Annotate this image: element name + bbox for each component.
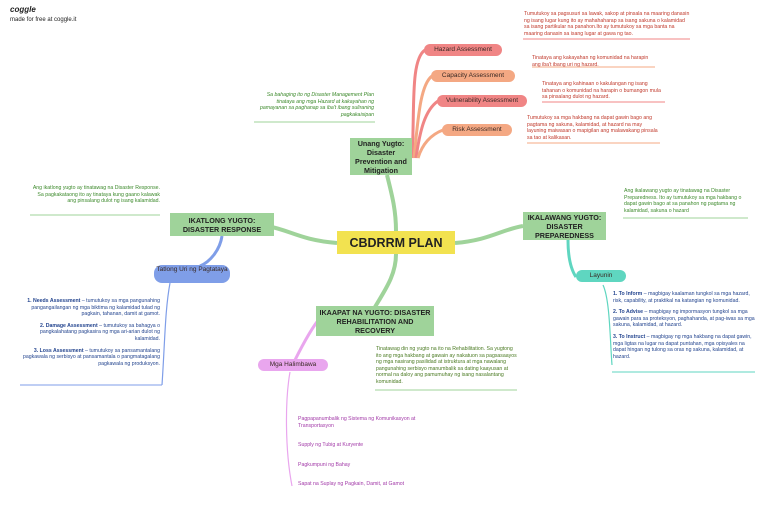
stage4-example-2: Supply ng Tubig at Kuryente <box>298 442 364 448</box>
central-node[interactable]: CBDRRM PLAN <box>337 231 455 254</box>
stage3-note: Ang ikatlong yugto ay tinatawag na Disas… <box>32 185 160 205</box>
hazard-assessment-desc: Tumutukoy sa pagsusuri sa lawak, sakop a… <box>524 11 690 37</box>
link-stage1-risk <box>416 128 444 159</box>
stage4-example-3: Pagkumpuni ng Bahay <box>298 462 351 468</box>
stage4-note: Tinatawag din ng yugto na ito na Rehabil… <box>376 346 517 385</box>
vulnerability-assessment-node[interactable]: Vulnerability Assessment <box>437 95 527 107</box>
link-central-stage1 <box>385 174 398 232</box>
stage3-box[interactable]: IKATLONG YUGTO: DISASTER RESPONSE <box>170 213 274 236</box>
link-stage1-vulnerability <box>414 99 439 159</box>
tatlong-uri-node[interactable]: Tatlong Uri ng Pagtataya <box>154 265 230 283</box>
capacity-assessment-desc: Tinataya ang kakayahan ng komunidad na h… <box>532 55 649 68</box>
stage3-list: 1. Needs Assessment – tumutukoy sa mga p… <box>16 298 160 367</box>
layunin-node[interactable]: Layunin <box>576 270 626 282</box>
link-stage3-tatlong <box>199 235 224 268</box>
stage1-box[interactable]: Unang Yugto: Disaster Prevention and Mit… <box>350 138 412 175</box>
stage3-item: 2. Damage Assessment – tumutukoy sa baha… <box>39 322 160 342</box>
stage3-item: 3. Loss Assessment – tumutukoy sa pansam… <box>23 347 160 367</box>
link-central-stage2 <box>454 224 524 245</box>
stage4-example-1: Pagpapanumbalik ng Sistema ng Komunikasy… <box>298 416 416 429</box>
stage1-note: Sa bahaging ito ng Disaster Management P… <box>259 92 374 118</box>
coggle-logo[interactable]: coggle <box>10 5 36 14</box>
link-stage2-layunin <box>566 239 578 278</box>
capacity-assessment-node[interactable]: Capacity Assessment <box>431 70 515 82</box>
brand-tagline: made for free at coggle.it <box>10 17 77 23</box>
risk-assessment-desc: Tumutukoy sa mga hakbang na dapat gawin … <box>527 115 658 141</box>
stage2-item: 1. To Inform – magbigay kaalaman tungkol… <box>613 291 750 304</box>
stage4-box[interactable]: IKAAPAT NA YUGTO: DISASTER REHABILITATIO… <box>316 306 434 336</box>
link-tatlong-list <box>161 282 171 386</box>
stage3-item: 1. Needs Assessment – tumutukoy sa mga p… <box>27 298 160 318</box>
link-stage1-capacity <box>412 74 434 159</box>
link-layunin-list <box>602 284 613 366</box>
vulnerability-assessment-desc: Tinataya ang kahinaan o kakulangan ng is… <box>542 81 661 101</box>
stage2-list: 1. To Inform – magbigay kaalaman tungkol… <box>613 291 755 360</box>
stage2-note: Ang ikalawang yugto ay tinatawag na Disa… <box>624 188 742 214</box>
link-halimbawa-list <box>285 371 293 487</box>
risk-assessment-node[interactable]: Risk Assessment <box>442 124 512 136</box>
link-stage1-hazard <box>410 48 427 159</box>
stage4-example-4: Sapat na Suplay ng Pagkain, Damit, at Ga… <box>298 481 405 487</box>
stage2-box[interactable]: IKALAWANG YUGTO: DISASTER PREPAREDNESS <box>523 212 606 240</box>
hazard-assessment-node[interactable]: Hazard Assessment <box>424 44 502 56</box>
stage2-item: 2. To Advise – magbigay ng impormasyon t… <box>613 309 755 329</box>
link-central-stage3 <box>266 224 338 245</box>
stage2-item: 3. To Instruct – magbigay ng mga hakbang… <box>613 333 752 360</box>
mga-halimbawa-node[interactable]: Mga Halimbawa <box>258 359 328 371</box>
link-central-stage4 <box>373 253 398 309</box>
